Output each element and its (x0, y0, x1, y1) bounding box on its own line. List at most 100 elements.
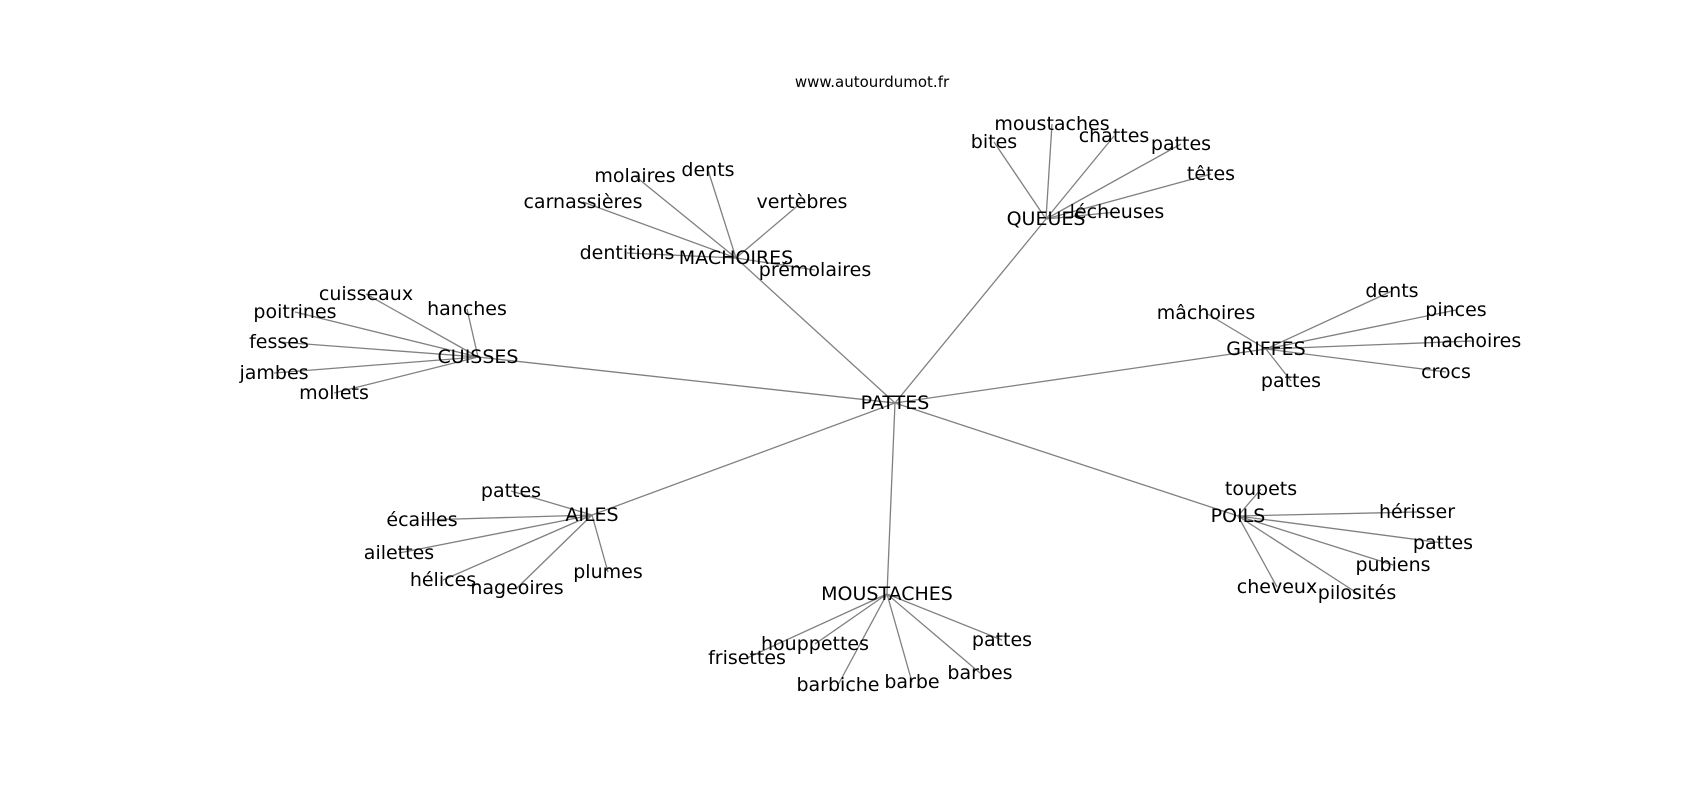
hub-node-moustaches: MOUSTACHES (821, 583, 953, 605)
edge-cuisses-2 (466, 308, 479, 358)
leaf-node-moustaches-0: pattes (972, 629, 1032, 651)
leaf-node-cuisses-1: poitrines (253, 301, 336, 323)
leaf-node-ailes-1: écailles (386, 509, 457, 531)
leaf-node-poils-2: pattes (1413, 532, 1473, 554)
edge-root-machoires (735, 257, 896, 404)
edge-moustaches-0 (886, 593, 1003, 641)
edge-root-ailes (591, 402, 896, 516)
edge-moustaches-1 (814, 593, 888, 645)
leaf-node-queues-0: moustaches (994, 113, 1109, 135)
edge-cuisses-1 (294, 311, 479, 358)
edge-queues-4 (1045, 173, 1212, 220)
edge-poils-5 (1237, 515, 1358, 594)
hub-node-machoires: MACHOIRES (679, 247, 793, 269)
edge-poils-3 (1237, 515, 1394, 566)
leaf-node-cuisses-3: fesses (249, 331, 309, 353)
edge-queues-1 (993, 141, 1047, 220)
edge-ailes-4 (516, 514, 593, 589)
leaf-node-ailes-3: hélices (410, 569, 476, 591)
edge-ailes-2 (398, 514, 593, 554)
hub-node-cuisses: CUISSES (438, 346, 519, 368)
leaf-node-queues-3: pattes (1151, 133, 1211, 155)
edge-root-poils (894, 402, 1239, 517)
edge-queues-3 (1045, 143, 1182, 220)
edge-griffes-5 (1265, 348, 1292, 382)
edge-griffes-1 (1205, 312, 1267, 350)
edge-cuisses-3 (278, 341, 479, 358)
leaf-node-ailes-5: plumes (573, 561, 642, 583)
leaf-node-cuisses-0: cuisseaux (319, 283, 413, 305)
edge-cuisses-5 (333, 356, 479, 394)
leaf-node-ailes-4: nageoires (470, 577, 563, 599)
leaf-node-ailes-0: pattes (481, 480, 541, 502)
edge-poils-1 (1237, 511, 1418, 517)
leaf-node-queues-1: bites (971, 131, 1017, 153)
leaf-node-poils-1: hérisser (1379, 501, 1455, 523)
leaf-node-griffes-1: mâchoires (1157, 302, 1256, 324)
leaf-node-queues-5: lécheuses (1070, 201, 1165, 223)
edge-cuisses-0 (365, 293, 479, 358)
leaf-node-moustaches-1: houppettes (761, 633, 869, 655)
hub-node-griffes: GRIFFES (1226, 338, 1305, 360)
leaf-node-ailes-2: ailettes (364, 542, 434, 564)
edge-queues-5 (1045, 211, 1118, 220)
edge-root-cuisses (477, 356, 896, 404)
edge-moustaches-3 (886, 593, 981, 674)
leaf-node-moustaches-4: barbiche (796, 674, 879, 696)
edge-ailes-5 (591, 514, 609, 573)
edge-griffes-4 (1265, 348, 1447, 373)
edge-queues-0 (1045, 123, 1053, 220)
edge-root-queues (894, 218, 1047, 404)
hub-node-queues: QUEUES (1007, 208, 1086, 230)
leaf-node-griffes-5: pattes (1261, 370, 1321, 392)
leaf-node-griffes-0: dents (1365, 280, 1418, 302)
edge-ailes-1 (421, 514, 593, 521)
edge-griffes-0 (1265, 290, 1393, 350)
graph-edges (273, 123, 1473, 686)
leaf-node-machoires-2: carnassières (523, 191, 642, 213)
leaf-node-queues-2: chattes (1079, 125, 1150, 147)
edge-moustaches-4 (837, 593, 888, 686)
leaf-node-machoires-3: vertèbres (757, 191, 848, 213)
leaf-node-poils-3: pubiens (1355, 554, 1430, 576)
leaf-node-queues-4: têtes (1187, 163, 1235, 185)
edge-cuisses-4 (273, 356, 479, 374)
leaf-node-poils-0: toupets (1225, 478, 1297, 500)
leaf-node-moustaches-3: barbes (947, 662, 1012, 684)
edge-machoires-5 (735, 257, 816, 271)
leaf-node-poils-5: pilosités (1318, 582, 1396, 604)
root-node: PATTES (861, 392, 930, 414)
leaf-node-griffes-2: pinces (1425, 299, 1486, 321)
edge-ailes-0 (510, 490, 593, 516)
edge-machoires-2 (582, 201, 737, 259)
leaf-node-moustaches-2: frisettes (708, 647, 786, 669)
edge-machoires-4 (626, 252, 737, 259)
leaf-node-machoires-4: dentitions (580, 242, 675, 264)
edge-machoires-1 (634, 175, 737, 259)
edge-machoires-3 (735, 201, 803, 259)
leaf-node-moustaches-5: barbe (884, 671, 939, 693)
leaf-node-cuisses-2: hanches (427, 298, 507, 320)
edge-griffes-2 (1265, 309, 1457, 350)
hub-node-poils: POILS (1211, 505, 1266, 527)
edge-poils-4 (1237, 515, 1278, 588)
edge-moustaches-2 (746, 593, 888, 659)
leaf-node-griffes-4: crocs (1421, 361, 1471, 383)
edge-ailes-3 (442, 514, 593, 581)
edge-moustaches-5 (886, 593, 913, 683)
edge-poils-0 (1237, 488, 1262, 517)
edge-root-griffes (894, 348, 1267, 404)
leaf-node-griffes-3: machoires (1423, 330, 1522, 352)
leaf-node-machoires-5: prémolaires (759, 259, 871, 281)
leaf-node-machoires-1: molaires (594, 165, 675, 187)
site-url: www.autourdumot.fr (795, 73, 950, 91)
edge-machoires-0 (707, 169, 737, 259)
edge-poils-2 (1237, 515, 1444, 544)
leaf-node-machoires-0: dents (681, 159, 734, 181)
edge-griffes-3 (1265, 340, 1473, 350)
edge-queues-2 (1045, 135, 1115, 220)
leaf-node-cuisses-5: mollets (299, 382, 369, 404)
graph-labels: www.autourdumot.fr PATTESMACHOIRESdentsm… (238, 73, 1521, 696)
hub-node-ailes: AILES (565, 504, 618, 526)
